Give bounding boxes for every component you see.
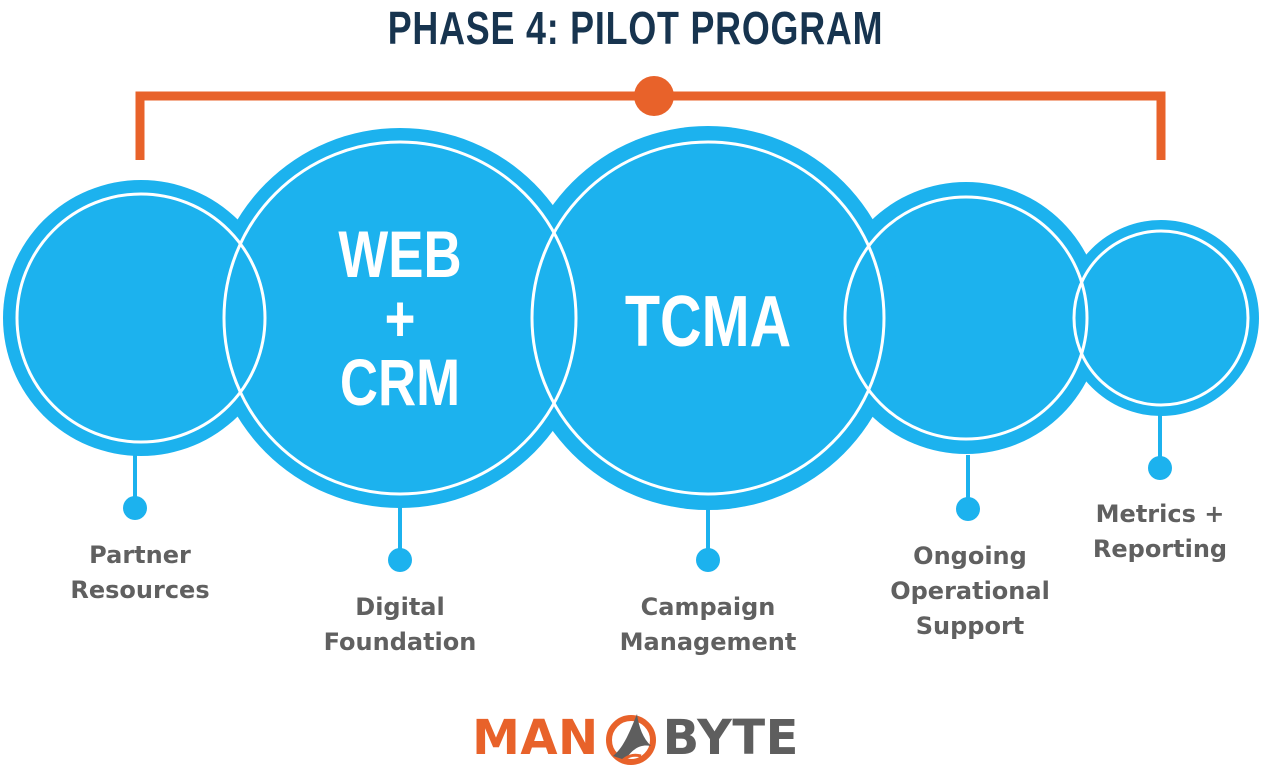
circle-web-crm (210, 128, 590, 508)
ring-ongoing-support (843, 195, 1089, 441)
ring-partner-resources (15, 192, 267, 444)
phase-bracket (135, 76, 1166, 160)
tcma-text: TCMA (624, 282, 792, 362)
label-line: Management (619, 628, 797, 656)
label-line: Foundation (323, 628, 477, 656)
web-crm-text: WEB + CRM (320, 217, 480, 419)
connector-dot-metrics-reporting (1148, 456, 1172, 480)
circle-metrics-reporting (1063, 220, 1259, 416)
plus-text: + (384, 281, 416, 355)
shark-fin-icon (605, 714, 656, 765)
circle-ongoing-support (830, 182, 1102, 454)
manobyte-logo: MAN BYTE (0, 708, 1271, 768)
label-line: Reporting (1092, 535, 1228, 563)
circle-tcma (516, 126, 900, 510)
connector-dot-ongoing-support (956, 497, 980, 521)
ring-metrics-reporting (1072, 229, 1250, 407)
label-line: Operational (890, 577, 1050, 605)
label-digital-foundation: Digital Foundation (290, 590, 510, 660)
diagram-title: PHASE 4: PILOT PROGRAM (387, 2, 884, 54)
label-line: Partner (89, 541, 191, 569)
label-line: Ongoing (913, 542, 1027, 570)
label-line: Campaign (640, 593, 776, 621)
label-ongoing-support: Ongoing Operational Support (860, 539, 1080, 644)
label-metrics-reporting: Metrics + Reporting (1060, 497, 1260, 567)
web-text: WEB (338, 217, 462, 291)
ring-web-crm (222, 140, 578, 496)
label-line: Support (915, 612, 1025, 640)
label-line: Digital (355, 593, 445, 621)
label-partner-resources: Partner Resources (40, 538, 240, 608)
label-line: Metrics + (1095, 500, 1225, 528)
label-line: Resources (70, 576, 210, 604)
crm-text: CRM (339, 345, 461, 419)
ring-tcma (530, 140, 886, 496)
circle-partner-resources (3, 180, 279, 456)
logo-text-man: MAN (472, 710, 599, 766)
connector-dot-partner-resources (123, 496, 147, 520)
logo-text-byte: BYTE (662, 710, 799, 766)
bracket-node (634, 76, 674, 116)
connector-dot-campaign-management (696, 548, 720, 572)
connector-dot-digital-foundation (388, 548, 412, 572)
label-campaign-management: Campaign Management (588, 590, 828, 660)
